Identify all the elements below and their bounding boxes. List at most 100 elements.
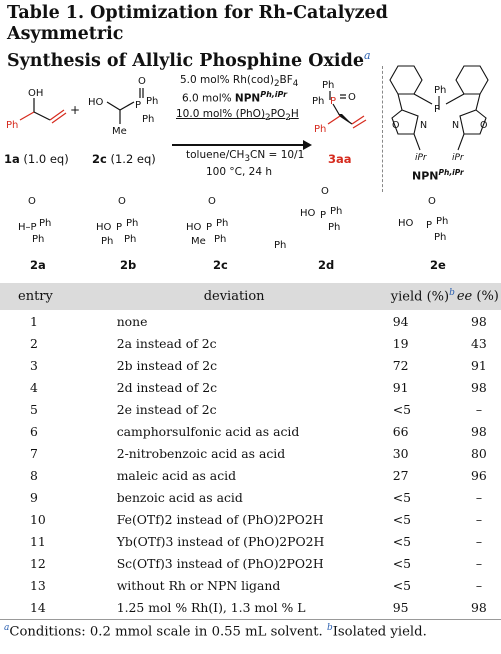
cell-entry: 14 — [30, 599, 46, 615]
svg-text:Ph: Ph — [314, 124, 326, 135]
cell-deviation: Sc(OTf)3 instead of (PhO)2PO2H — [116, 555, 324, 571]
compound-label-2e: 2e — [430, 258, 446, 272]
svg-text:iPr: iPr — [415, 153, 428, 163]
cell-deviation: benzoic acid as acid — [116, 489, 243, 505]
cell-entry: 2 — [30, 335, 38, 351]
svg-text:P: P — [434, 104, 440, 115]
cell-entry: 4 — [30, 379, 38, 395]
cell-ee: – — [475, 401, 483, 417]
ligand-divider — [382, 66, 499, 192]
table-title: Table 1. Optimization for Rh-Catalyzed A… — [7, 3, 495, 72]
cell-entry: 13 — [30, 577, 46, 593]
cell-entry: 6 — [30, 423, 38, 439]
cell-yield: <5 — [392, 555, 412, 571]
cell-yield: 66 — [392, 423, 409, 439]
svg-text:P: P — [330, 96, 336, 107]
svg-text:O: O — [348, 92, 356, 103]
header-entry: entry — [0, 283, 85, 310]
svg-text:Ph: Ph — [322, 80, 334, 91]
cell-entry: 9 — [30, 489, 38, 505]
cell-entry: 3 — [30, 357, 38, 373]
title-footnote-mark: a — [363, 49, 371, 62]
condition-temperature: 100 °C, 24 h — [206, 166, 272, 178]
cell-ee: – — [475, 577, 483, 593]
cell-yield: <5 — [392, 511, 412, 527]
cell-ee: – — [475, 489, 483, 505]
svg-text:O: O — [480, 120, 487, 131]
svg-text:Ph: Ph — [146, 96, 158, 107]
svg-text:Ph: Ph — [434, 85, 446, 96]
header-yield: yield (%)b — [386, 283, 457, 310]
svg-text:N: N — [452, 120, 459, 131]
cell-ee: 43 — [471, 335, 487, 351]
cell-deviation: maleic acid as acid — [116, 467, 237, 483]
table-row: 2 2a instead of 2c 19 43 — [0, 332, 501, 354]
cell-yield: 95 — [392, 599, 409, 615]
cell-ee: 98 — [471, 313, 487, 329]
cell-deviation: none — [116, 313, 148, 329]
cell-ee: 96 — [471, 467, 487, 483]
table-row: 1 none 94 98 — [0, 310, 501, 332]
compound-label-2b: 2b — [120, 258, 137, 272]
cell-entry: 12 — [30, 555, 46, 571]
svg-text:iPr: iPr — [452, 153, 465, 163]
cell-ee: – — [475, 533, 483, 549]
cell-deviation: 2a instead of 2c — [116, 335, 217, 351]
cell-ee: – — [475, 511, 483, 527]
svg-text:N: N — [420, 120, 427, 131]
reactant-2c-label: 2c (1.2 eq) — [92, 152, 156, 166]
cell-yield: <5 — [392, 533, 412, 549]
cell-deviation: 2-nitrobenzoic acid as acid — [116, 445, 286, 461]
reaction-arrowhead — [303, 139, 312, 150]
cell-deviation: 2d instead of 2c — [116, 379, 218, 395]
cell-deviation: camphorsulfonic acid as acid — [116, 423, 300, 439]
cell-yield: 94 — [392, 313, 409, 329]
cell-yield: 19 — [392, 335, 409, 351]
cell-yield: 72 — [392, 357, 409, 373]
cell-entry: 1 — [30, 313, 38, 329]
cell-yield: <5 — [392, 577, 412, 593]
cell-deviation: without Rh or NPN ligand — [116, 577, 281, 593]
reactant-1a-label: 1a (1.0 eq) — [4, 152, 69, 166]
cell-entry: 5 — [30, 401, 38, 417]
compound-label-2d: 2d — [318, 258, 335, 272]
cell-yield: 27 — [392, 467, 409, 483]
table-row: 13 without Rh or NPN ligand <5 – — [0, 574, 501, 596]
condition-ligand: 6.0 mol% NPNPh,iPr — [182, 90, 288, 105]
svg-text:Ph: Ph — [142, 114, 154, 125]
cell-ee: 98 — [471, 423, 487, 439]
cell-entry: 11 — [30, 533, 46, 549]
cell-ee: 80 — [471, 445, 487, 461]
cell-ee: 98 — [471, 379, 487, 395]
product-3aa-label: 3aa — [328, 152, 352, 166]
table-row: 9 benzoic acid as acid <5 – — [0, 486, 501, 508]
cell-entry: 10 — [30, 511, 46, 527]
cell-yield: 91 — [392, 379, 409, 395]
reaction-arrow — [172, 144, 306, 146]
cell-yield: <5 — [392, 489, 412, 505]
table-title-line1: Table 1. Optimization for Rh-Catalyzed A… — [7, 3, 388, 44]
reaction-scheme: OH Ph HO Me O P Ph Ph Ph Ph P O Ph P Ph … — [6, 65, 489, 163]
plus-sign: + — [70, 103, 81, 117]
table-footnote: aConditions: 0.2 mmol scale in 0.55 mL s… — [4, 623, 427, 640]
cell-yield: 30 — [392, 445, 409, 461]
compound-label-2a: 2a — [30, 258, 46, 272]
table-row: 6 camphorsulfonic acid as acid 66 98 — [0, 420, 501, 442]
svg-text:HO: HO — [88, 97, 104, 108]
condition-acid: 10.0 mol% (PhO)2PO2H — [176, 108, 299, 124]
table-row: 12 Sc(OTf)3 instead of (PhO)2PO2H <5 – — [0, 552, 501, 574]
cell-deviation: 2e instead of 2c — [116, 401, 217, 417]
svg-text:Me: Me — [112, 126, 127, 137]
cell-ee: – — [475, 555, 483, 571]
ph-group-1a: Ph — [6, 120, 18, 131]
svg-text:O: O — [392, 120, 399, 131]
compound-label-2c: 2c — [213, 258, 228, 272]
